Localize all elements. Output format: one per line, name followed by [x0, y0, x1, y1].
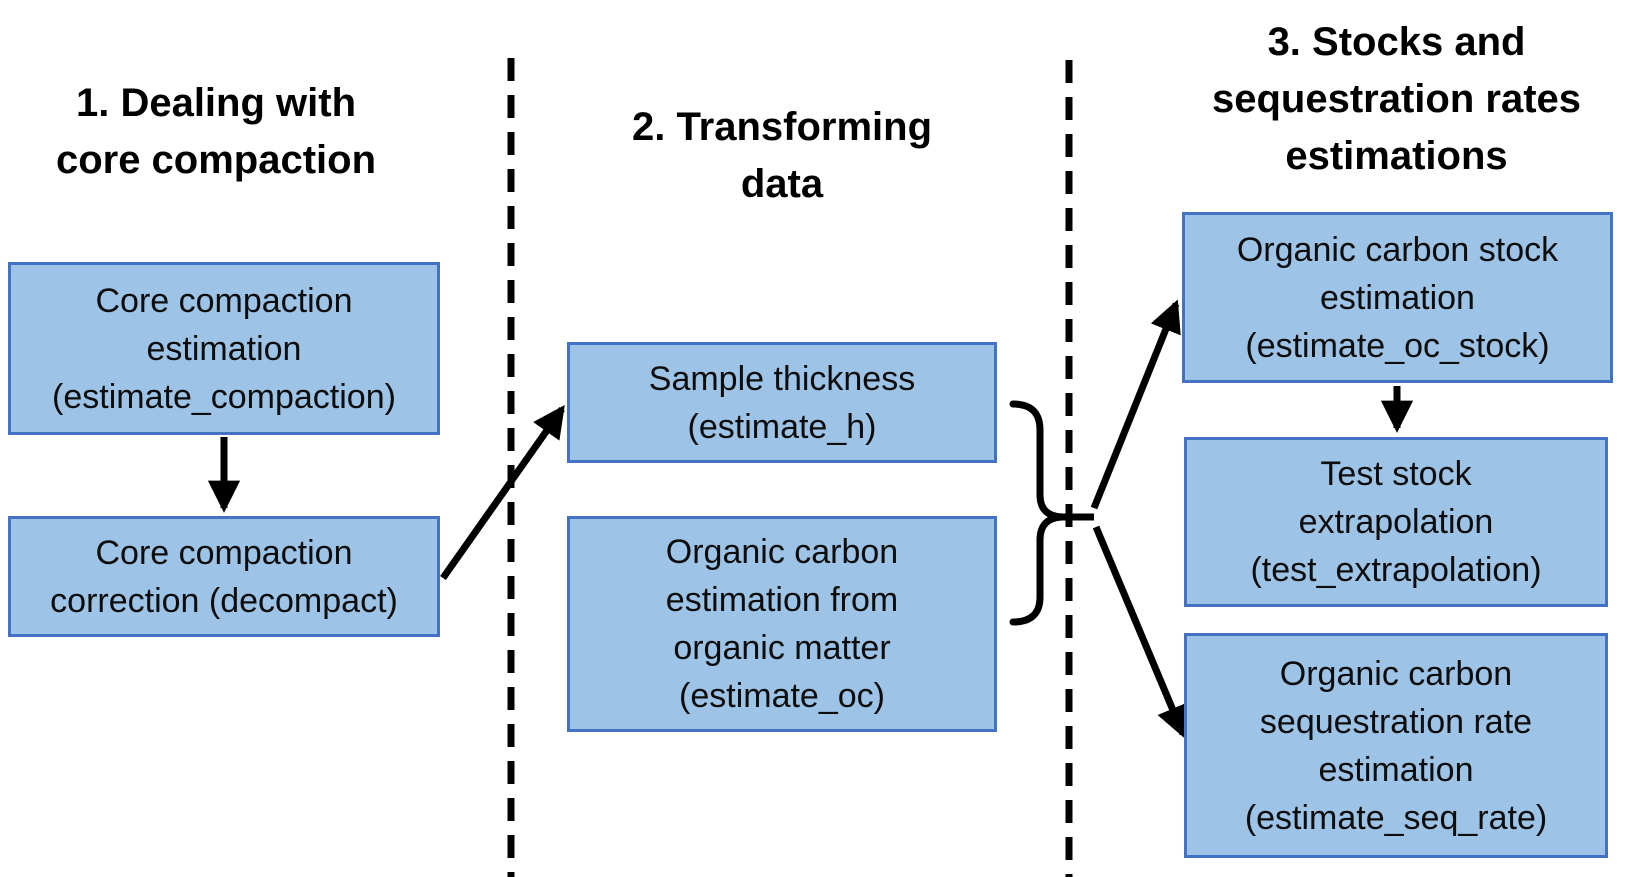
box-sample-thickness: Sample thickness (estimate_h) [567, 342, 997, 463]
section-2-title: 2. Transforming data [631, 105, 933, 206]
section-1-title: 1. Dealing with core compaction [55, 81, 377, 182]
box-oc-sequestration-rate: Organic carbon sequestration rate estima… [1184, 633, 1608, 858]
box-test-stock-extrapolation: Test stock extrapolation (test_extrapola… [1184, 437, 1608, 607]
box-organic-carbon-estimation: Organic carbon estimation from organic m… [567, 516, 997, 732]
box-core-compaction-estimation: Core compaction estimation (estimate_com… [8, 262, 440, 435]
box-core-compaction-correction: Core compaction correction (decompact) [8, 516, 440, 637]
curly-brace [1009, 400, 1063, 626]
arrow-brace-to-seq-rate [1092, 525, 1188, 739]
arrow-brace-to-oc-stock [1090, 299, 1181, 510]
section-3-title: 3. Stocks and sequestration rates estima… [1211, 20, 1582, 178]
box-oc-stock-estimation: Organic carbon stock estimation (estimat… [1182, 212, 1613, 383]
arrow-correction-to-thickness [440, 405, 565, 581]
